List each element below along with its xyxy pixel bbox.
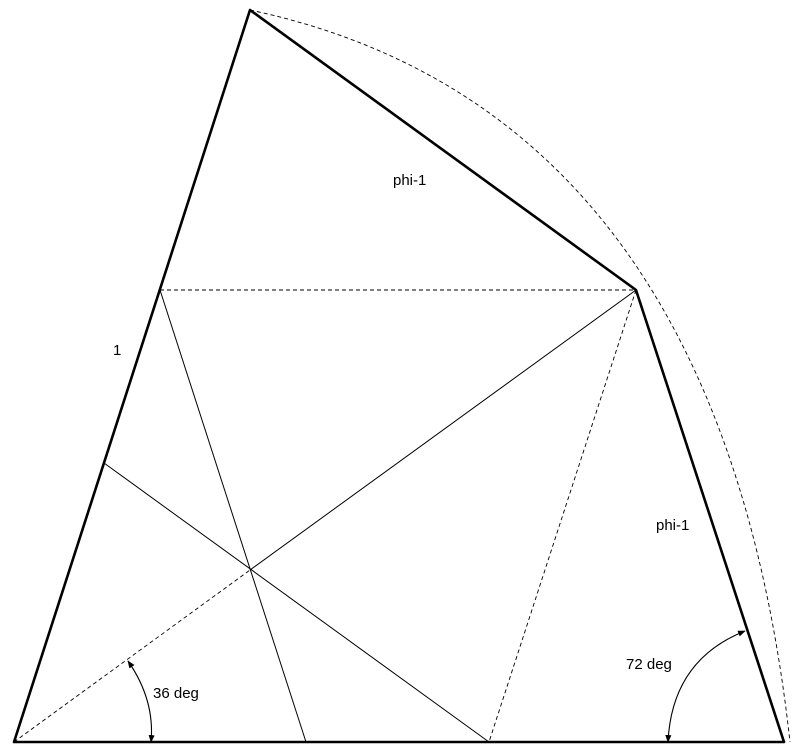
outer-outline <box>12 8 786 744</box>
dashed-diagonal-right <box>488 289 637 743</box>
line-left-to-bottom <box>103 462 490 743</box>
label-angle-36: 36 deg <box>153 685 199 702</box>
line-center-to-right-vertex <box>249 289 637 571</box>
label-angle-72: 72 deg <box>626 656 672 673</box>
line-upper-left-to-bottom <box>159 289 307 743</box>
dashed-diagonal-left <box>13 569 251 743</box>
angle-arc-36 <box>127 660 155 743</box>
label-side-1: 1 <box>113 342 121 359</box>
label-side-phi-top: phi-1 <box>393 172 426 189</box>
label-side-phi-right: phi-1 <box>656 517 689 534</box>
angle-arc-72 <box>665 630 746 743</box>
dashed-arc <box>249 9 791 743</box>
